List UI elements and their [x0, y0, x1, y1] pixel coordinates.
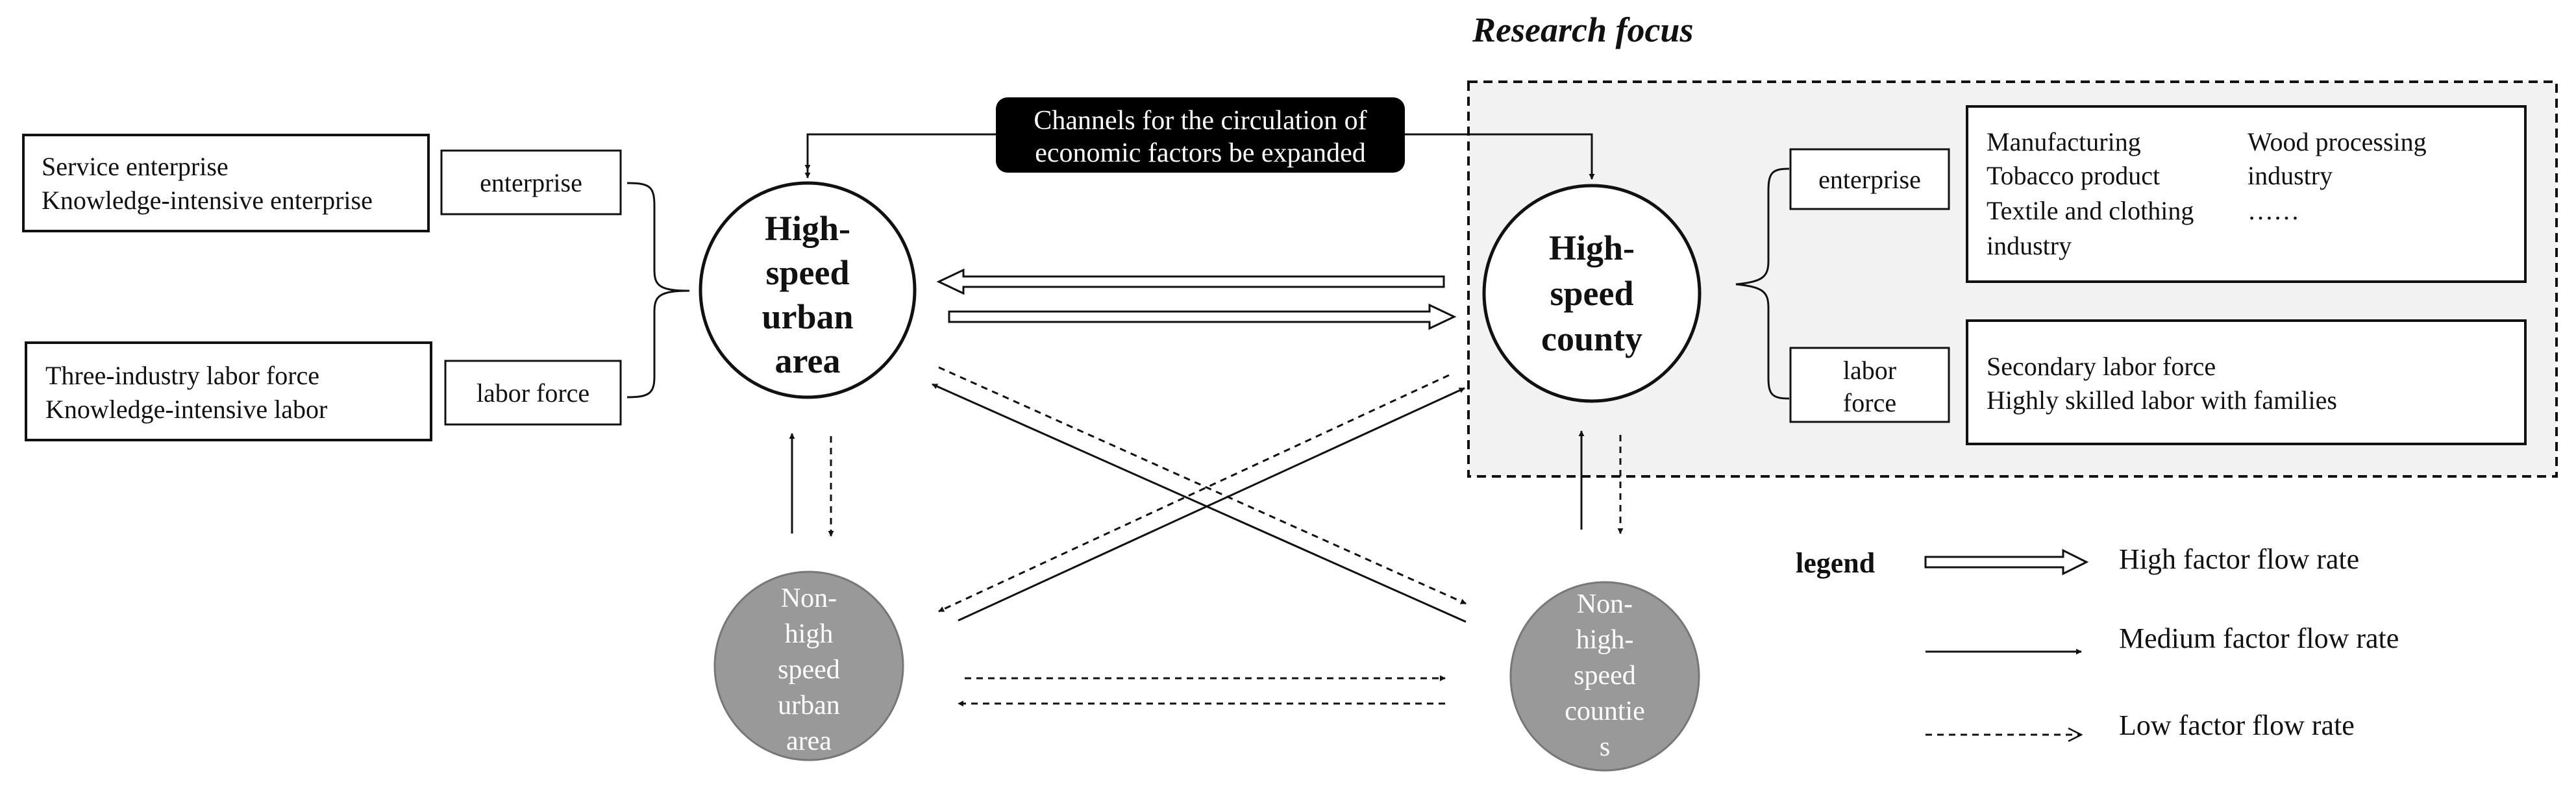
urban-enterprise-label-box: [440, 149, 622, 215]
non-high-speed-urban-node: [713, 571, 904, 761]
county-industry-3: Textile and clothing: [1987, 196, 2194, 225]
low-flow-urban-to-noncounty: [938, 366, 1467, 605]
non-high-speed-county-node: [1509, 581, 1700, 772]
county-enterprise-types-box: [1966, 105, 2527, 283]
urban-labor-type-2: Knowledge-intensive labor: [45, 395, 327, 424]
legend-high-label: High factor flow rate: [2119, 543, 2359, 575]
urban-node-label-4: area: [775, 341, 841, 380]
channel-connector-left: [804, 133, 1000, 178]
high-speed-county-node: [1482, 184, 1702, 403]
county-node-label-3: county: [1541, 319, 1642, 358]
county-industry-4: industry: [1987, 231, 2072, 260]
county-labor-label-box: [1789, 347, 1950, 423]
channel-label-box: [996, 97, 1405, 173]
research-focus-title: Research focus: [1472, 10, 1693, 49]
county-enterprise-label-box: [1789, 148, 1950, 210]
urban-enterprise-label: enterprise: [480, 168, 582, 197]
non-hs-urban-label-1: Non-: [781, 583, 837, 613]
legend-low-label: Low factor flow rate: [2119, 709, 2355, 741]
urban-node-label-2: speed: [765, 253, 849, 292]
urban-enterprise-type-1: Service enterprise: [42, 152, 229, 181]
non-hs-county-label-2: high-: [1576, 625, 1634, 655]
county-industry-6: industry: [2248, 161, 2333, 190]
urban-enterprise-type-2: Knowledge-intensive enterprise: [42, 186, 373, 215]
county-brace: [1735, 167, 1790, 400]
non-hs-county-label-5: s: [1600, 732, 1610, 762]
urban-enterprise-types-box: [22, 134, 430, 232]
non-hs-urban-label-3: speed: [778, 655, 840, 685]
urban-labor-types-box: [25, 341, 432, 441]
urban-node-label-3: urban: [762, 297, 853, 336]
non-hs-urban-label-5: area: [786, 726, 832, 756]
urban-labor-label-box: [444, 360, 622, 426]
urban-labor-label: labor force: [477, 378, 589, 408]
county-industry-1: Manufacturing: [1987, 127, 2141, 156]
urban-brace: [626, 182, 690, 399]
legend-medium-label: Medium factor flow rate: [2119, 622, 2399, 654]
non-hs-county-label-4: countie: [1565, 696, 1645, 726]
non-hs-urban-label-2: high: [785, 619, 834, 649]
county-labor-label-2: force: [1843, 388, 1896, 417]
high-flow-county-to-urban: [936, 268, 1445, 295]
county-enterprise-label: enterprise: [1818, 165, 1921, 194]
county-industry-5: Wood processing: [2248, 127, 2427, 156]
urban-labor-type-1: Three-industry labor force: [45, 361, 319, 390]
low-flow-county-to-nonurban: [938, 374, 1450, 613]
non-hs-county-label-3: speed: [1574, 661, 1636, 691]
non-hs-county-label-1: Non-: [1577, 589, 1633, 619]
medium-flow-nonurban-to-county: [958, 387, 1465, 622]
county-industry-ellipsis: ……: [2248, 196, 2299, 225]
channel-connector-right: [1402, 133, 1595, 180]
high-flow-urban-to-county: [948, 303, 1457, 330]
county-labor-types-box: [1966, 319, 2527, 445]
county-node-label-2: speed: [1550, 274, 1633, 313]
high-speed-urban-node: [699, 181, 917, 399]
legend-high-symbol: [1924, 548, 2089, 576]
medium-flow-noncounty-to-urban: [932, 383, 1467, 623]
urban-node-label-1: High-: [765, 209, 850, 248]
county-labor-label-1: labor: [1843, 356, 1896, 385]
county-industry-2: Tobacco product: [1987, 161, 2160, 190]
channel-label-line-2: economic factors be expanded: [1035, 138, 1366, 168]
county-node-label-1: High-: [1549, 228, 1635, 267]
county-labor-type-1: Secondary labor force: [1987, 352, 2216, 381]
legend-title: legend: [1796, 547, 1875, 579]
channel-label-line-1: Channels for the circulation of: [1034, 106, 1367, 136]
county-labor-type-2: Highly skilled labor with families: [1987, 386, 2337, 415]
non-hs-urban-label-4: urban: [778, 691, 840, 720]
